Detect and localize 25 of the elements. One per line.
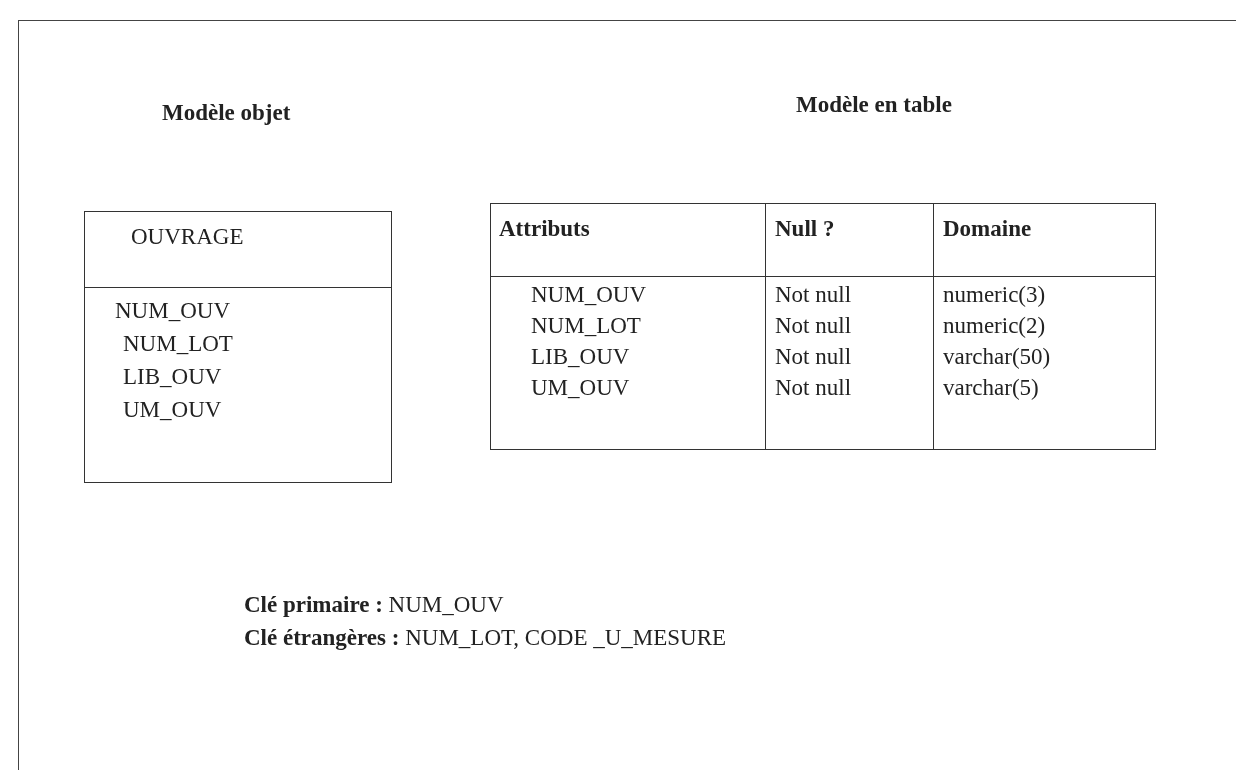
section-heading: Modèle objet: [162, 100, 291, 126]
column-header: Domaine: [943, 216, 1032, 242]
table-cell: Not null: [775, 313, 852, 339]
table-cell: NUM_OUV: [531, 282, 646, 308]
note-text: Clé primaire : NUM_OUV: [244, 592, 504, 618]
table-cell: Not null: [775, 344, 852, 370]
class-box: [84, 211, 392, 483]
table-cell: LIB_OUV: [531, 344, 630, 370]
table-cell: numeric(2): [943, 313, 1046, 339]
attribute-text: UM_OUV: [123, 397, 222, 423]
column-header: Attributs: [499, 216, 590, 242]
table-cell: Not null: [775, 282, 852, 308]
table-cell: varchar(5): [943, 375, 1039, 401]
table-cell: numeric(3): [943, 282, 1046, 308]
attribute-text: NUM_LOT: [123, 331, 233, 357]
class-name: OUVRAGE: [131, 224, 244, 250]
column-header: Null ?: [775, 216, 835, 242]
table-cell: varchar(50): [943, 344, 1051, 370]
section-heading: Modèle en table: [796, 92, 952, 118]
table-cell: NUM_LOT: [531, 313, 641, 339]
table-cell: UM_OUV: [531, 375, 630, 401]
attribute-text: LIB_OUV: [123, 364, 222, 390]
note-text: Clé étrangères : NUM_LOT, CODE _U_MESURE: [244, 625, 727, 651]
table-cell: Not null: [775, 375, 852, 401]
attribute-text: NUM_OUV: [115, 298, 230, 324]
